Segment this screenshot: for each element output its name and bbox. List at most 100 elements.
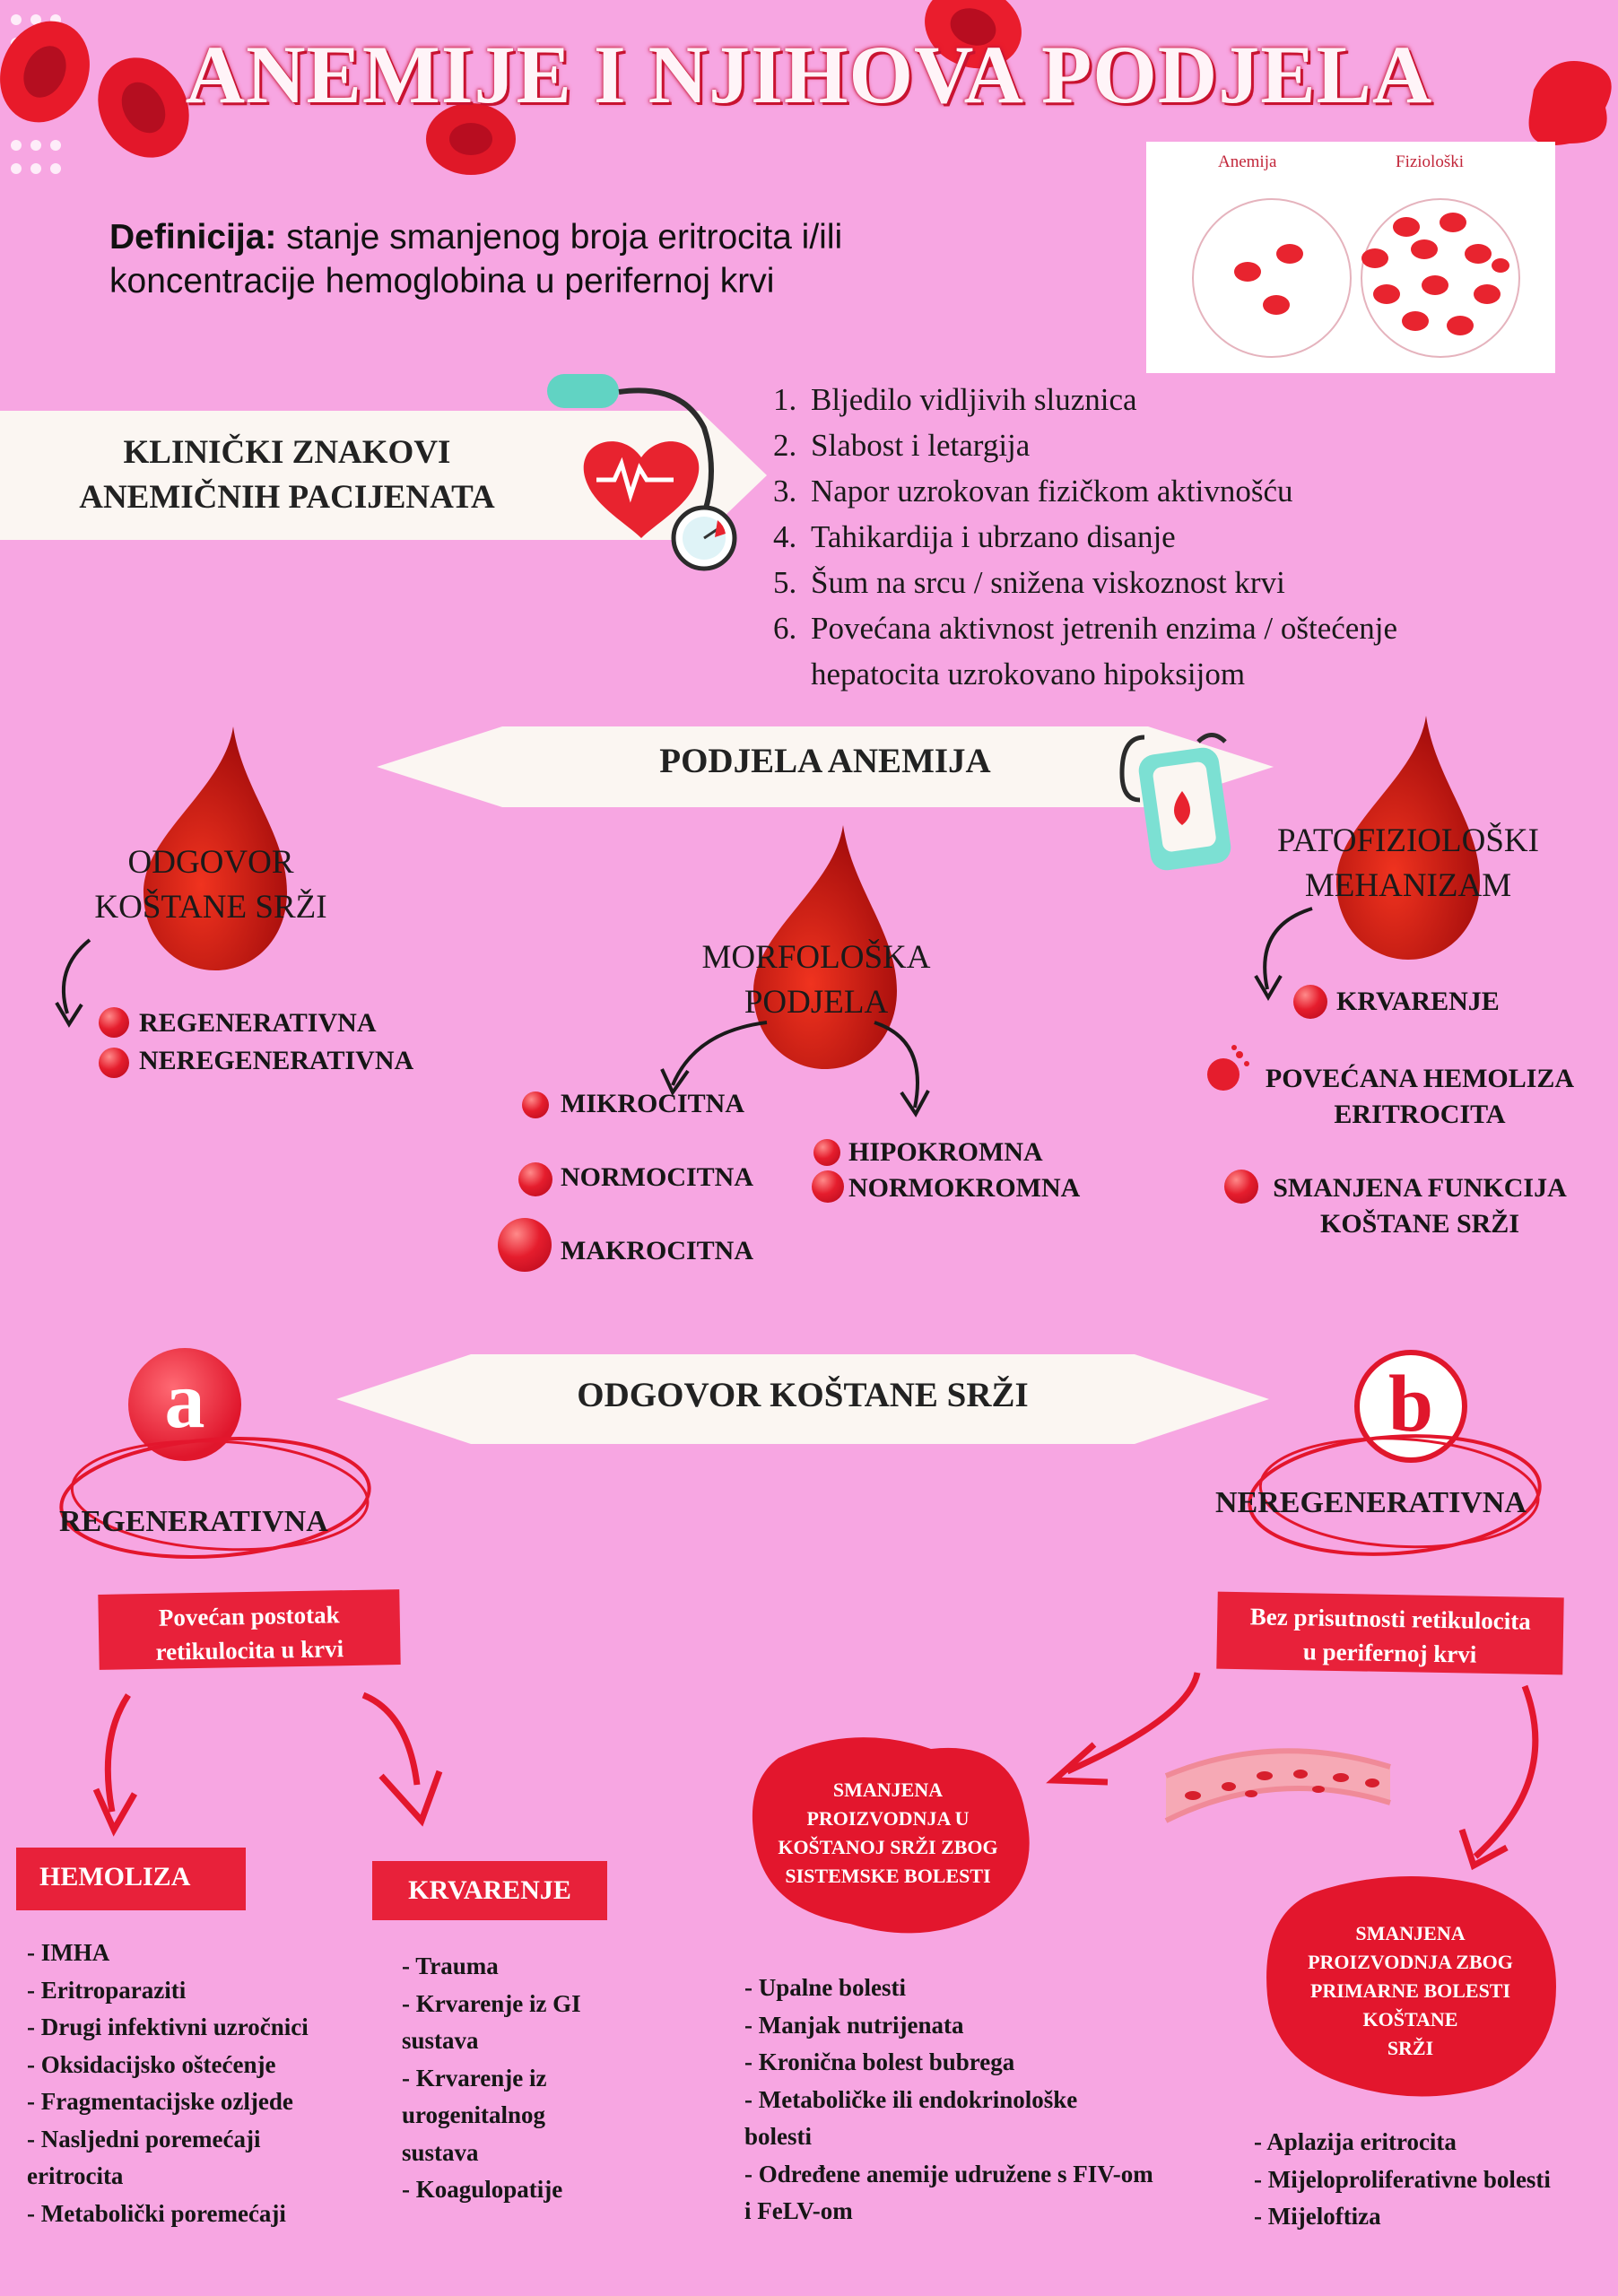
red-blob-shape [752, 1737, 1030, 1934]
list-item: - Mijeloproliferativne bolesti [1254, 2165, 1551, 2193]
pathophysiology-item: SMANJENA FUNKCIJA KOŠTANE SRŽI [1273, 1173, 1567, 1239]
list-item: eritrocita [27, 2162, 124, 2189]
clinical-sign-item: 4.Tahikardija i ubrzano disanje [773, 519, 1176, 554]
curved-arrow-icon [92, 1692, 443, 1837]
pathophysiology-item: POVEĆANA HEMOLIZA ERITROCITA [1265, 1064, 1575, 1129]
list-item: - Krvarenje iz GI [402, 1989, 581, 2017]
definition-text-1: stanje smanjenog broja eritrocita i/ili [276, 218, 843, 257]
blood-cell-icon [813, 1139, 840, 1166]
pathophysiology-item: KRVARENJE [1336, 987, 1500, 1016]
list-item: - Trauma [402, 1952, 499, 1979]
clinical-banner-shape [0, 411, 767, 540]
pathophysiological-drop-label: PATOFIZIOLOŠKI MEHANIZAM [1277, 822, 1539, 904]
bone-marrow-drop-label: ODGOVOR KOŠTANE SRŽI [94, 844, 327, 926]
list-item: - Krvarenje iz [402, 2064, 547, 2092]
curved-arrow-icon [55, 938, 91, 1028]
list-item: - Fragmentacijske ozljede [27, 2088, 293, 2115]
classification-banner-shape [377, 726, 1274, 807]
physiological-label: Fiziološki [1396, 152, 1465, 171]
curved-arrow-icon [1254, 907, 1313, 1001]
hemolysis-list: - IMHA - Eritroparaziti - Drugi infektiv… [27, 1935, 368, 2232]
classification-banner: PODJELA ANEMIJA [659, 742, 991, 780]
blood-cells-decoration [0, 0, 1612, 175]
bursting-cell-icon [1207, 1045, 1249, 1091]
list-item: sustava [402, 2138, 479, 2166]
bleeding-list: - Trauma - Krvarenje iz GI sustava - Krv… [402, 1948, 635, 2209]
list-item: - Manjak nutrijenata [744, 2011, 964, 2039]
bleeding-label: KRVARENJE [372, 1861, 607, 1920]
clinical-sign-item: 6.Povećana aktivnost jetrenih enzima / o… [773, 611, 1398, 646]
list-item: i FeLV-om [744, 2197, 853, 2224]
red-blob-shape [1266, 1876, 1556, 2097]
blood-cell-icon [498, 1218, 552, 1272]
regenerative-box: Povećan postotak retikulocita u krvi [98, 1589, 401, 1670]
clinical-signs-list: 1.Bljedilo vidljivih sluznica 2.Slabost … [773, 377, 1580, 697]
hemolysis-label: HEMOLIZA [16, 1848, 246, 1910]
blood-drop-icon [1336, 716, 1480, 960]
curved-arrow-icon [1046, 1672, 1539, 1871]
morphology-size-item: NORMOCITNA [561, 1162, 753, 1192]
list-item: sustava [402, 2027, 479, 2054]
list-item: - Drugi infektivni uzročnici [27, 2013, 309, 2040]
morphology-color-item: HIPOKROMNA [848, 1137, 1043, 1167]
clinical-sign-item: 1.Bljedilo vidljivih sluznica [773, 382, 1137, 417]
blood-bag-icon [1119, 733, 1231, 871]
list-item: - Oksidacijsko oštećenje [27, 2050, 276, 2078]
blood-cell-icon [1293, 985, 1327, 1019]
clinical-banner: KLINIČKI ZNAKOVI ANEMIČNIH PACIJENATA [0, 430, 574, 520]
list-item: - IMHA [27, 1939, 110, 1966]
bone-marrow-item: NEREGENERATIVNA [139, 1046, 414, 1075]
morphological-drop-label: MORFOLOŠKA PODJELA [701, 939, 931, 1021]
blood-smear-icon [1192, 198, 1520, 358]
list-item: - Kronična bolest bubrega [744, 2048, 1015, 2075]
scribble-circle-icon [59, 1437, 371, 1559]
list-item: - Metaboličke ili endokrinološke [744, 2085, 1078, 2113]
list-item: urogenitalnog [402, 2101, 546, 2128]
clinical-banner-line1: KLINIČKI ZNAKOVI [123, 434, 451, 471]
nonregenerative-box: Bez prisutnosti retikulocita u periferno… [1216, 1591, 1564, 1675]
list-item: - Određene anemije udružene s FIV-om [744, 2160, 1153, 2187]
definition: Definicija: stanje smanjenog broja eritr… [109, 215, 1006, 303]
scribble-circle-icon [1248, 1434, 1542, 1556]
list-item: - Koagulopatije [402, 2176, 563, 2203]
blood-cell-icon [522, 1091, 549, 1118]
nonregenerative-title: NEREGENERATIVNA [1215, 1486, 1527, 1519]
marrow-response-banner-shape [336, 1354, 1269, 1444]
clinical-sign-item: 5.Šum na srcu / snižena viskoznost krvi [773, 565, 1285, 600]
nonregenerative-letter-badge: b [1354, 1350, 1467, 1463]
primary-marrow-disease-list: - Aplazija eritrocita - Mijeloproliferat… [1254, 2124, 1613, 2236]
definition-label: Definicija: [109, 218, 277, 257]
morphology-color-item: NORMOKROMNA [848, 1173, 1081, 1203]
morphology-size-item: MAKROCITNA [561, 1236, 753, 1265]
systemic-disease-label: SMANJENA PROIZVODNJA U KOŠTANOJ SRŽI ZBO… [778, 1779, 998, 1887]
blood-drop-icon [753, 825, 897, 1069]
systemic-disease-list: - Upalne bolesti - Manjak nutrijenata - … [744, 1970, 1229, 2231]
list-item: bolesti [744, 2123, 813, 2150]
blood-cell-icon [1224, 1170, 1258, 1204]
blood-vessel-icon [1164, 1748, 1391, 1823]
stethoscope-heart-icon [547, 374, 737, 571]
list-item: - Eritroparaziti [27, 1976, 187, 2004]
primary-marrow-disease-label: SMANJENA PROIZVODNJA ZBOG PRIMARNE BOLES… [1308, 1922, 1513, 2059]
clinical-sign-item: 3.Napor uzrokovan fizičkom aktivnošću [773, 474, 1293, 509]
blood-drop-icon [144, 726, 287, 970]
list-item: - Upalne bolesti [744, 1974, 907, 2001]
regenerative-title: REGENERATIVNA [59, 1505, 328, 1538]
anemia-label: Anemija [1218, 152, 1277, 171]
clinical-sign-item: 2.Slabost i letargija [773, 428, 1031, 463]
bone-marrow-item: REGENERATIVNA [139, 1008, 377, 1038]
blood-cell-icon [99, 1007, 129, 1038]
page-title: ANEMIJE I NJIHOVA PODJELA [185, 29, 1433, 120]
clinical-sign-item: hepatocita uzrokovano hipoksijom [811, 657, 1246, 691]
morphology-size-item: MIKROCITNA [561, 1089, 745, 1118]
blood-cell-icon [99, 1048, 129, 1078]
list-item: - Nasljedni poremećaji [27, 2125, 261, 2152]
list-item: - Aplazija eritrocita [1254, 2128, 1457, 2155]
marrow-response-banner: ODGOVOR KOŠTANE SRŽI [577, 1376, 1029, 1414]
comparison-image: Anemija Fiziološki [1146, 142, 1555, 373]
clinical-banner-line2: ANEMIČNIH PACIJENATA [79, 479, 495, 516]
list-item: - Mijeloftiza [1254, 2203, 1381, 2230]
curved-arrow-icon [660, 1021, 930, 1118]
blood-cell-icon [518, 1162, 552, 1196]
definition-text-2: koncentracije hemoglobina u perifernoj k… [109, 262, 775, 300]
